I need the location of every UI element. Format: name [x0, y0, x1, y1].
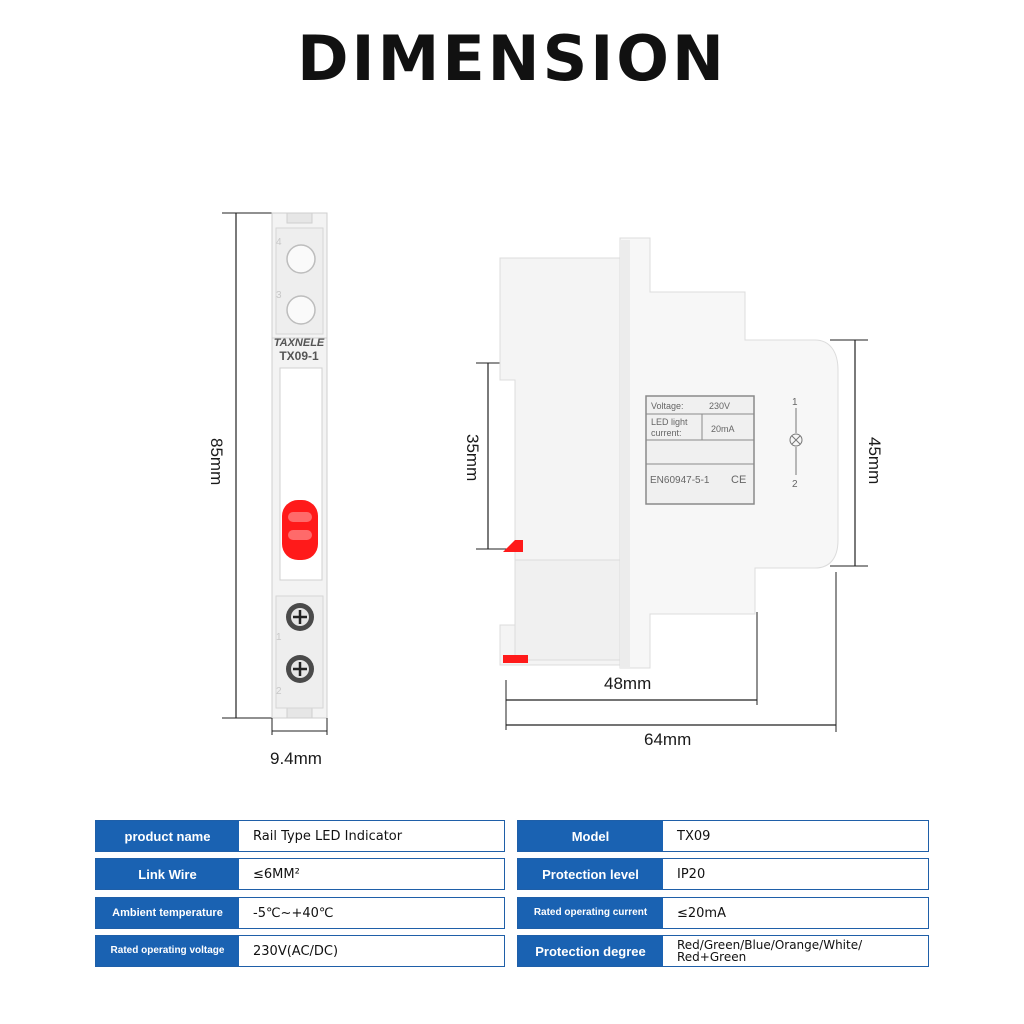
side-view-diagram: Voltage: 230V LED light current: 20mA EN… [476, 237, 868, 732]
brand-label: TAXNELE [274, 337, 325, 349]
spec-key: Model [518, 821, 663, 851]
inner-depth-dimension-label: 48mm [604, 674, 652, 693]
body-height-dimension-label: 45mm [865, 437, 884, 485]
spec-key: Ambient temperature [96, 898, 239, 928]
spec-row-protection-level: Protection level IP20 [517, 858, 929, 890]
total-depth-dimension-label: 64mm [644, 730, 692, 749]
spec-value: ≤6MM² [239, 859, 504, 889]
spec-key: Protection degree [518, 936, 663, 966]
spec-row-rated-operating-voltage: Rated operating voltage 230V(AC/DC) [95, 935, 505, 967]
spec-value: ≤20mA [663, 898, 928, 928]
led-current-label-line1: LED light [651, 417, 688, 427]
page-title: DIMENSION [297, 22, 727, 95]
voltage-value: 230V [709, 401, 730, 411]
voltage-label: Voltage: [651, 401, 684, 411]
spec-value: TX09 [663, 821, 928, 851]
spec-value: IP20 [663, 859, 928, 889]
spec-key: Rated operating current [518, 898, 663, 928]
spec-row-rated-operating-current: Rated operating current ≤20mA [517, 897, 929, 929]
standard-label: EN60947-5-1 [650, 475, 710, 486]
spec-value: 230V(AC/DC) [239, 936, 504, 966]
spec-row-product-name: product name Rail Type LED Indicator [95, 820, 505, 852]
svg-text:3: 3 [276, 290, 282, 301]
svg-text:4: 4 [276, 237, 282, 248]
spec-row-model: Model TX09 [517, 820, 929, 852]
ce-mark: CE [731, 474, 746, 486]
rail-height-dimension-label: 35mm [463, 434, 482, 482]
spec-key: Rated operating voltage [96, 936, 239, 966]
spec-row-link-wire: Link Wire ≤6MM² [95, 858, 505, 890]
spec-key: Link Wire [96, 859, 239, 889]
lamp-symbol-icon [789, 433, 803, 447]
spec-row-protection-degree: Protection degree Red/Green/Blue/Orange/… [517, 935, 929, 967]
svg-text:1: 1 [276, 632, 282, 643]
front-view-diagram: 4 3 TAXNELE TX09-1 1 2 [222, 212, 328, 735]
led-current-label-line2: current: [651, 428, 682, 438]
spec-row-ambient-temperature: Ambient temperature -5℃~+40℃ [95, 897, 505, 929]
model-label: TX09-1 [279, 349, 319, 363]
spec-key: Protection level [518, 859, 663, 889]
pin-1-label: 1 [792, 397, 798, 408]
spec-value: Rail Type LED Indicator [239, 821, 504, 851]
svg-text:2: 2 [276, 686, 282, 697]
height-dimension-label: 85mm [207, 438, 226, 486]
spec-value: -5℃~+40℃ [239, 898, 504, 928]
width-dimension-label: 9.4mm [270, 749, 322, 768]
led-current-value: 20mA [711, 424, 735, 434]
pin-2-label: 2 [792, 479, 798, 490]
spec-key: product name [96, 821, 239, 851]
spec-value: Red/Green/Blue/Orange/White/ Red+Green [663, 936, 928, 966]
